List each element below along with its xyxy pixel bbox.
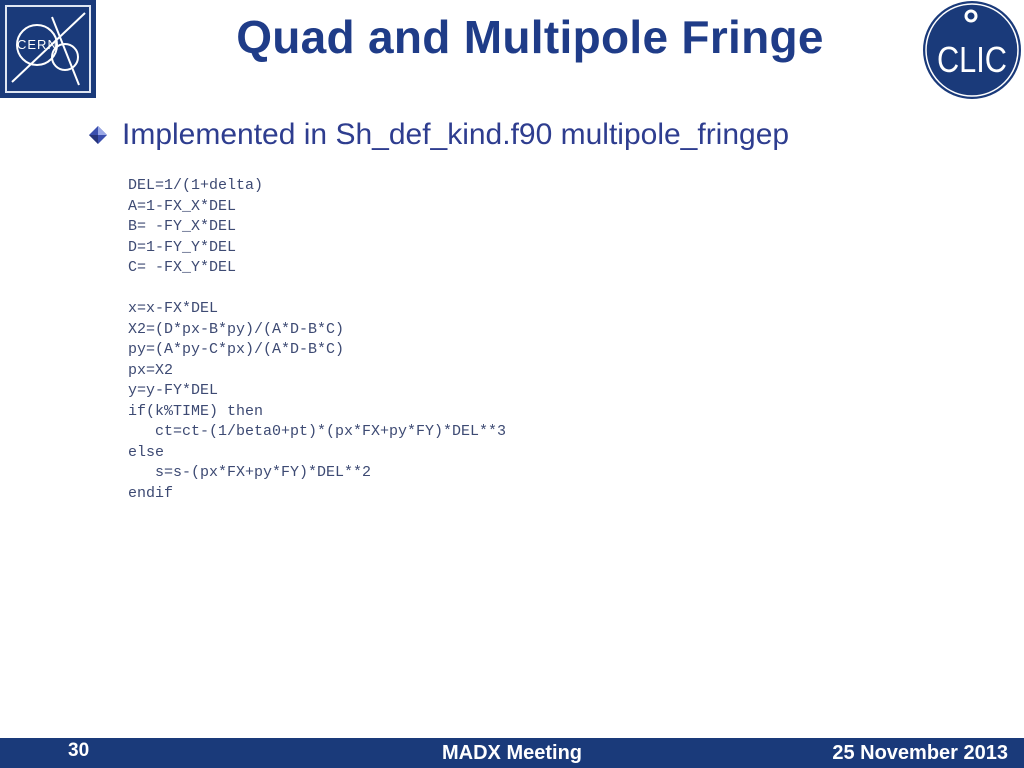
clic-logo-text: CLIC (937, 39, 1007, 80)
diamond-bullet-icon (89, 126, 107, 144)
code-line: X2=(D*px-B*py)/(A*D-B*C) (128, 320, 345, 338)
code-line: DEL=1/(1+delta) (128, 177, 264, 194)
code-line: px=X2 (128, 361, 174, 379)
code-line: endif (128, 484, 174, 502)
footer-bar: 30 MADX Meeting 25 November 2013 (0, 738, 1024, 768)
page-title: Quad and Multipole Fringe (236, 11, 824, 63)
code-line: D=1-FY_Y*DEL (128, 238, 237, 256)
cern-logo: CERN (0, 0, 96, 98)
code-line: y=y-FY*DEL (128, 382, 219, 399)
clic-logo: CLIC (922, 0, 1022, 100)
code-line: x=x-FX*DEL (128, 300, 219, 317)
code-line: C= -FX_Y*DEL (128, 259, 237, 276)
cern-logo-text: CERN (17, 37, 58, 52)
code-line: B= -FY_X*DEL (128, 218, 237, 235)
code-block: DEL=1/(1+delta) A=1-FX_X*DEL B= -FY_X*DEL D… (128, 176, 506, 504)
code-line (128, 279, 506, 300)
code-line: py=(A*py-C*px)/(A*D-B*C) (128, 341, 345, 358)
code-line: s=s-(px*FX+py*FY)*DEL**2 (128, 464, 372, 481)
page-number: 30 (68, 740, 90, 761)
code-line: if(k%TIME) then (128, 402, 264, 420)
bullet-item: Implemented in Sh_def_kind.f90 multipole… (88, 118, 789, 152)
clic-logo-icon: CLIC (923, 1, 1021, 99)
code-line: else (128, 443, 165, 461)
bullet-text: Implemented in Sh_def_kind.f90 multipole… (122, 118, 790, 151)
footer-date: 25 November 2013 (832, 742, 1008, 764)
cern-logo-icon: CERN (5, 5, 91, 93)
code-line: A=1-FX_X*DEL (128, 197, 237, 215)
code-line: ct=ct-(1/beta0+pt)*(px*FX+py*FY)*DEL**3 (128, 423, 507, 440)
footer-meeting: MADX Meeting (442, 742, 582, 764)
